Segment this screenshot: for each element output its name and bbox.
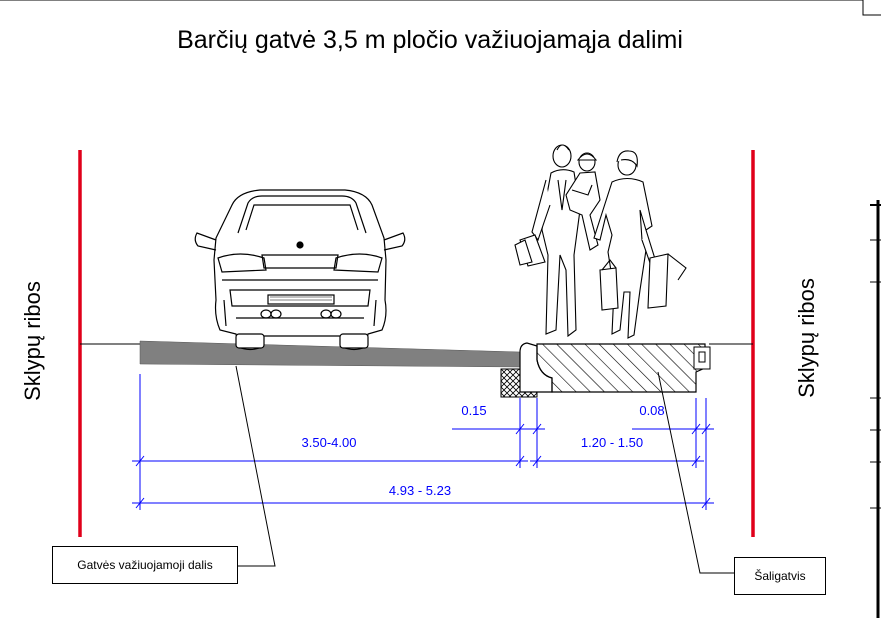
- road-callout-leader: [235, 365, 276, 567]
- frame-border: [0, 0, 881, 16]
- page-title: Barčių gatvė 3,5 m pločio važiuojamąja d…: [177, 26, 683, 54]
- left-boundary-label: Sklypų ribos: [20, 281, 45, 401]
- road-surface: [139, 340, 521, 368]
- sidewalk-callout-leader: [657, 371, 734, 574]
- dim-sidewalk-width: 1.20 - 1.50: [581, 435, 643, 450]
- road-callout-box: Gatvės važiuojamoji dalis: [52, 546, 238, 584]
- dim-edge-width: 0.08: [639, 403, 664, 418]
- sidewalk-slab: [536, 343, 706, 393]
- dim-total-width: 4.93 - 5.23: [389, 483, 451, 498]
- dim-curb-width: 0.15: [461, 403, 486, 418]
- dimension-lines: [132, 374, 714, 510]
- car-rear-icon: [194, 189, 406, 351]
- right-boundary-label: Sklypų ribos: [794, 278, 819, 398]
- dim-road-width: 3.50-4.00: [302, 435, 357, 450]
- pedestrians-icon: [514, 144, 687, 339]
- sidewalk-callout-box: Šaligatvis: [734, 557, 826, 595]
